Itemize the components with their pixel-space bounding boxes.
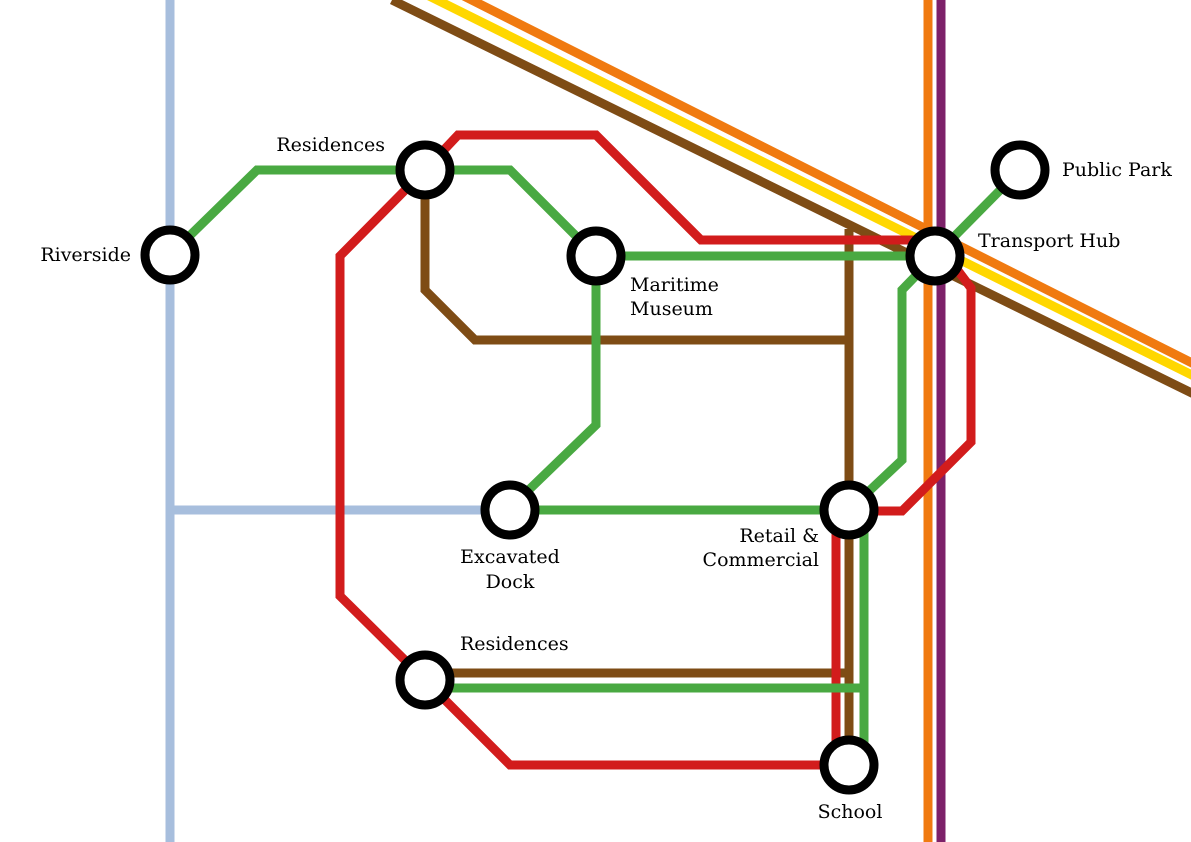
station-excavated-dock[interactable] [480, 480, 540, 540]
station-maritime-museum[interactable] [566, 226, 626, 286]
vertical-trunk-lines [923, 0, 946, 842]
station-residences-north[interactable] [395, 140, 455, 200]
station-residences-south[interactable] [395, 650, 455, 710]
station-transport-hub[interactable] [905, 226, 965, 286]
station-public-park[interactable] [990, 140, 1050, 200]
orange-diagonal-route [461, 0, 1191, 368]
red-route-north [421, 130, 976, 516]
brown-diagonal-route [390, 0, 1191, 398]
label-public-park: Public Park [1062, 159, 1172, 181]
label-school: School [818, 801, 883, 823]
red-route-west-loop [335, 166, 849, 770]
green-route-north [166, 165, 935, 261]
label-residences-north: Residences [276, 134, 385, 156]
label-riverside: Riverside [40, 244, 131, 266]
diagonal-trunk-lines [390, 0, 1191, 398]
yellow-diagonal-route [427, 0, 1191, 380]
station-school[interactable] [819, 735, 879, 795]
station-labels: Riverside Residences Maritime Museum Tra… [40, 134, 1172, 823]
station-riverside[interactable] [140, 225, 200, 285]
green-route-museum-dock [504, 256, 601, 514]
label-excavated-dock-line1: Excavated [460, 546, 560, 568]
label-maritime-museum-line2: Museum [630, 298, 713, 320]
green-route-hub-retail [845, 252, 939, 514]
label-excavated-dock-line2: Dock [486, 571, 535, 593]
label-retail-commercial-line1: Retail & [739, 525, 819, 547]
label-retail-commercial-line2: Commercial [703, 549, 819, 571]
label-transport-hub: Transport Hub [978, 230, 1120, 252]
label-residences-south: Residences [460, 633, 569, 655]
label-maritime-museum-line1: Maritime [630, 274, 719, 296]
station-retail-commercial[interactable] [819, 480, 879, 540]
brown-route-north-loop [420, 170, 849, 345]
stations [140, 140, 1050, 795]
